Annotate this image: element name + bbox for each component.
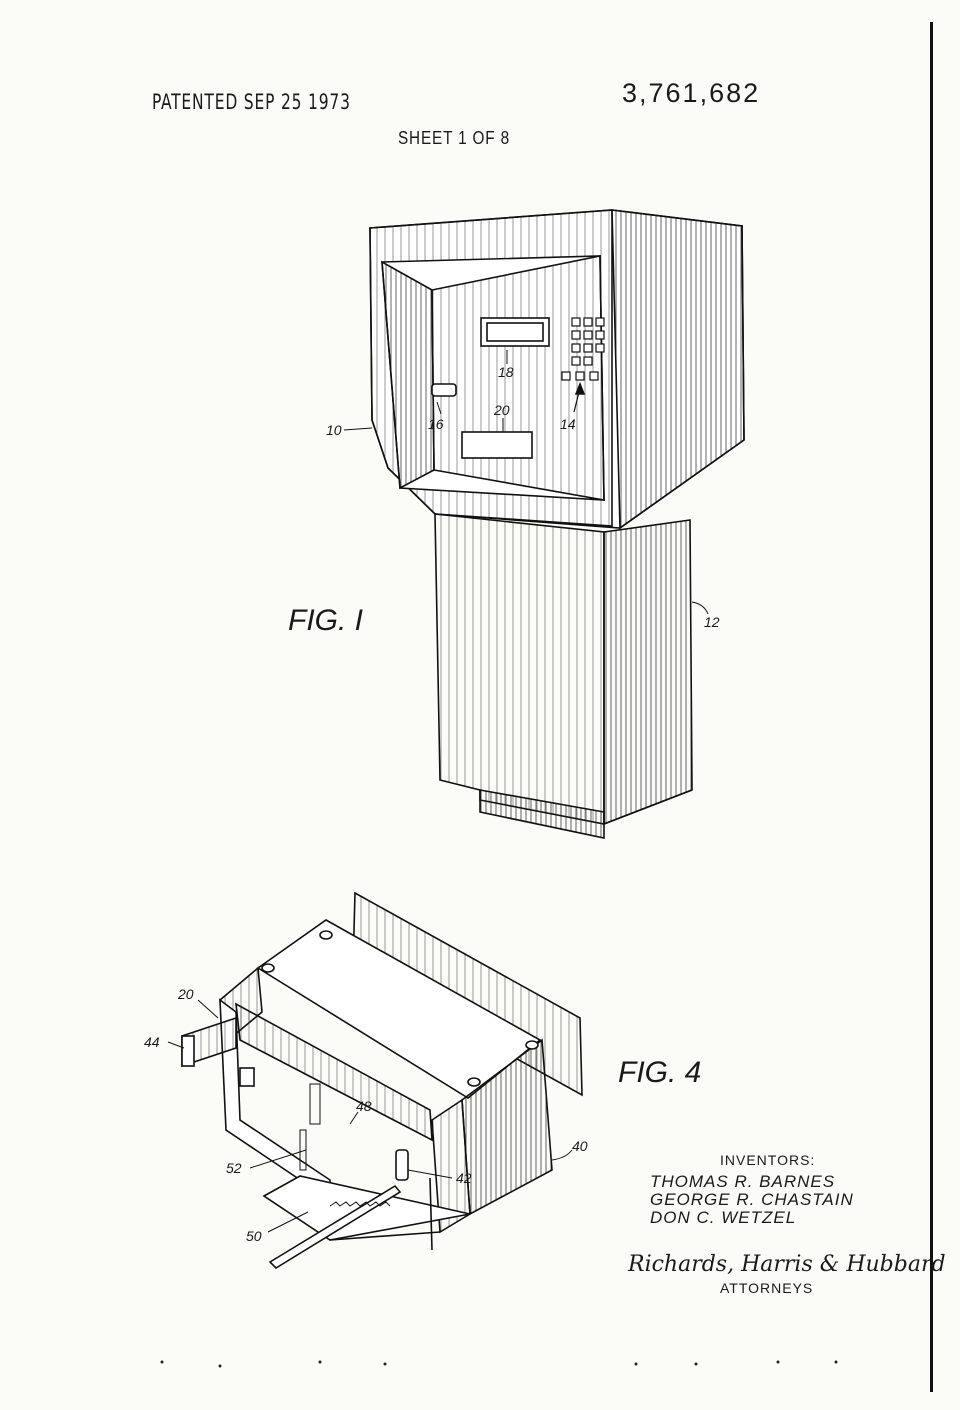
fig1-label: FIG. I [288,604,363,637]
ref-48: 48 [356,1098,372,1114]
patent-number: 3,761,682 [622,78,761,108]
attorney-signature: Richards, Harris & Hubbard [628,1252,946,1277]
ref-16: 16 [428,416,444,432]
ref-20-fig4: 20 [178,986,194,1002]
ref-20-fig1: 20 [494,402,510,418]
inventor-1: THOMAS R. BARNES [650,1172,836,1191]
ref-14: 14 [560,416,576,432]
page-edge-rule [930,22,933,1392]
ref-42: 42 [456,1170,472,1186]
ref-50: 50 [246,1228,262,1244]
ref-44: 44 [144,1034,160,1050]
ref-10: 10 [326,422,342,438]
attorneys-label: ATTORNEYS [720,1280,814,1296]
inventor-2: GEORGE R. CHASTAIN [650,1190,854,1209]
ref-40: 40 [572,1138,588,1154]
patent-date: PATENTED SEP 25 1973 [152,90,351,114]
ref-18: 18 [498,364,514,380]
fig4-label: FIG. 4 [618,1056,702,1089]
ref-52: 52 [226,1160,242,1176]
inventors-label: INVENTORS: [720,1152,816,1168]
inventor-3: DON C. WETZEL [650,1208,797,1227]
sheet-number: SHEET 1 OF 8 [398,128,510,148]
ref-12: 12 [704,614,720,630]
